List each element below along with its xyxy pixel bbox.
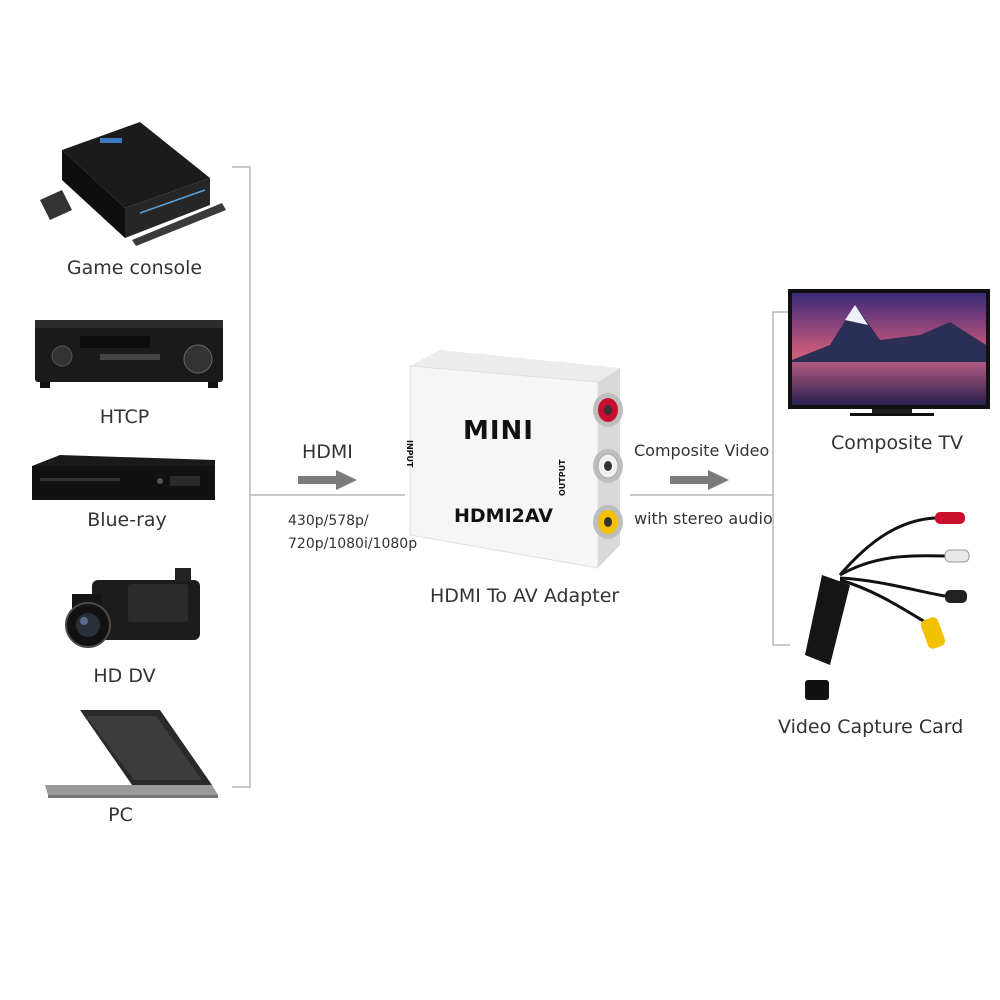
hdmi-to-av-adapter-icon xyxy=(410,350,623,568)
adapter-input-port-text: INPUT xyxy=(405,440,414,468)
output-arrow-icon xyxy=(670,470,729,490)
av-receiver-icon xyxy=(35,320,223,388)
source-label-bluray: Blue-ray xyxy=(52,509,202,531)
adapter-brand-text: MINI xyxy=(463,416,534,446)
input-resolutions-line1: 430p/578p/ xyxy=(288,513,369,529)
game-console-icon xyxy=(40,122,226,246)
destination-label-tv: Composite TV xyxy=(831,432,963,454)
capture-card-icon xyxy=(805,512,969,700)
source-label-hd-dv: HD DV xyxy=(52,665,197,687)
source-label-game-console: Game console xyxy=(52,257,217,279)
output-label-line2: with stereo audio xyxy=(634,509,773,528)
bluray-player-icon xyxy=(32,455,215,500)
destination-label-capture-card: Video Capture Card xyxy=(778,716,963,738)
output-label-line1: Composite Video xyxy=(634,441,769,460)
camcorder-icon xyxy=(66,568,200,647)
input-resolutions-line2: 720p/1080i/1080p xyxy=(288,536,417,552)
input-hdmi-label: HDMI xyxy=(302,441,353,463)
adapter-model-text: HDMI2AV xyxy=(454,505,553,527)
source-label-htcp: HTCP xyxy=(52,406,197,428)
rca-white-jack xyxy=(593,449,623,483)
tv-icon xyxy=(788,289,990,416)
adapter-caption: HDMI To AV Adapter xyxy=(430,585,619,607)
source-label-pc: PC xyxy=(52,804,189,826)
rca-red-jack xyxy=(593,393,623,427)
rca-yellow-jack xyxy=(593,505,623,539)
adapter-output-port-text: OUTPUT xyxy=(558,459,567,496)
laptop-icon xyxy=(45,710,218,798)
hdmi-arrow-icon xyxy=(298,470,357,490)
